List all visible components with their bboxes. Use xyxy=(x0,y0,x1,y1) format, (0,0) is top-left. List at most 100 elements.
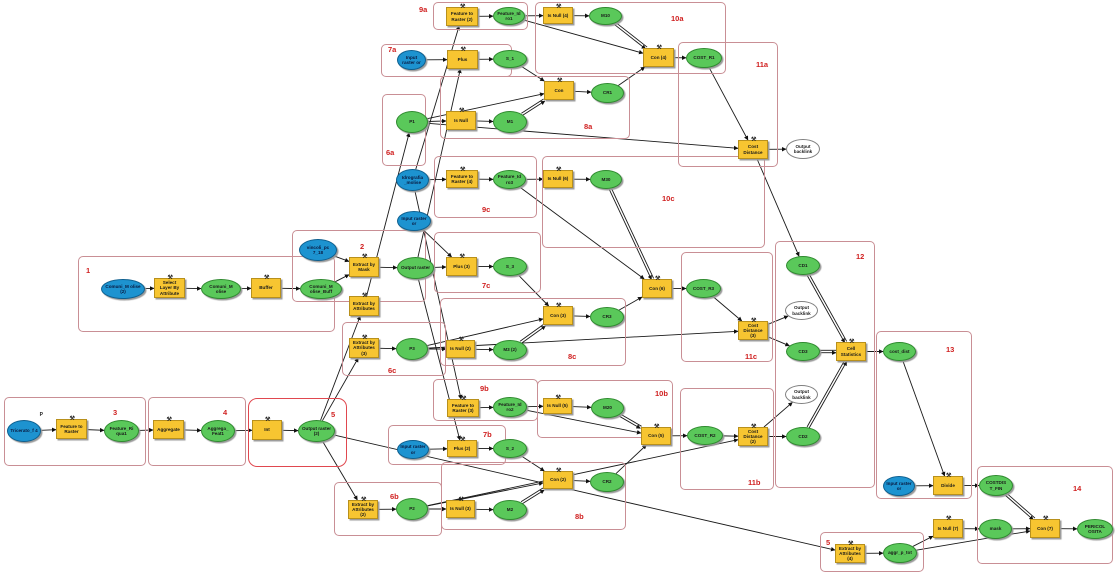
connector-m30-to-con-6[interactable] xyxy=(610,187,655,279)
derived-data-s-2[interactable]: S_2 xyxy=(493,439,527,458)
derived-data-cr1[interactable]: CR1 xyxy=(591,83,624,103)
connector-cost-dist-out-to-divide[interactable] xyxy=(902,360,946,477)
connector-m3-2-to-con-3[interactable] xyxy=(521,325,546,344)
tool-isnull-4[interactable]: ⚒Is Null (4) xyxy=(543,4,573,24)
tool-extract-attr[interactable]: ⚒Extract by Attributes xyxy=(349,293,379,316)
tool-select-layer[interactable]: ⚒Select Layer By Attribute xyxy=(154,275,185,298)
derived-data-comuni-buff[interactable]: Comuni_M olise_Buff xyxy=(300,279,342,299)
group-g10a[interactable] xyxy=(535,2,726,74)
derived-data-m10-a[interactable]: M10 xyxy=(589,7,622,25)
connector-cd2-to-cell-stats[interactable] xyxy=(806,360,845,428)
group-g6c[interactable] xyxy=(342,322,446,376)
group-g5b[interactable] xyxy=(820,532,924,572)
group-g8b[interactable] xyxy=(441,462,626,530)
connector-cd1-to-cell-stats[interactable] xyxy=(806,274,846,343)
connector-cost-r3-to-cost-dist-3[interactable] xyxy=(712,296,743,322)
connector-m1-to-con[interactable] xyxy=(521,98,544,114)
group-g5a[interactable] xyxy=(248,398,347,467)
group-g9a[interactable] xyxy=(433,2,528,30)
tool-isnull[interactable]: ⚒Is Null xyxy=(446,108,476,130)
derived-data-comuni[interactable]: Comuni_M olise xyxy=(201,279,241,299)
tool-extract-attr-4[interactable]: ⚒Extract by Attributes (4) xyxy=(835,541,865,563)
derived-data-m20[interactable]: M20 xyxy=(591,398,624,418)
tool-isnull-5[interactable]: ⚒Is Null (5) xyxy=(543,395,572,414)
connector-cost-dist-3-to-backlink-c[interactable] xyxy=(767,315,789,325)
derived-data-cost-r2[interactable]: COST_R2 xyxy=(687,426,723,445)
derived-data-cost-dist-out[interactable]: cost_dist xyxy=(883,342,916,361)
tool-feat-to-raster[interactable]: ⚒Feature to Raster xyxy=(56,416,87,439)
derived-data-m3-2[interactable]: M3 (2) xyxy=(493,340,527,360)
connector-feature-id-b-to-con-5[interactable] xyxy=(526,409,642,435)
connector-isnull-to-m1[interactable] xyxy=(475,119,494,124)
connector-s-3-to-con-3[interactable] xyxy=(517,274,550,307)
connector-idrografia-to-feat-to-raster-2[interactable] xyxy=(415,25,461,170)
group-g12[interactable] xyxy=(775,241,875,488)
tool-extract-mask[interactable]: ⚒Extract by Mask xyxy=(349,254,379,277)
tool-feat-to-raster-3[interactable]: ⚒Feature to Raster (3) xyxy=(447,396,479,417)
connector-output-raster-5-to-extract-attr[interactable] xyxy=(320,315,361,421)
connector-m20-to-con-5[interactable] xyxy=(618,415,641,429)
derived-data-pericolosita[interactable]: PERICOL OSITA xyxy=(1077,519,1113,539)
input-data-input-raster-7c[interactable]: Input raster or xyxy=(397,211,431,231)
connector-output-raster-5-to-extract-attr-2[interactable] xyxy=(322,441,358,501)
connector-output-raster-5-to-extract-attr-3[interactable] xyxy=(322,357,359,421)
group-g4[interactable] xyxy=(148,397,246,466)
tool-con-2[interactable]: ⚒Con (2) xyxy=(543,468,573,489)
derived-data-m30[interactable]: M30 xyxy=(590,170,622,189)
tool-plus-3[interactable]: ⚒Plus (3) xyxy=(446,254,477,276)
derived-data-aggrega[interactable]: Aggrega_ Feat1 xyxy=(201,420,235,442)
tool-buffer[interactable]: ⚒Buffer xyxy=(251,275,281,298)
connector-cost-r1-to-cost-dist[interactable] xyxy=(708,67,749,141)
connector-aggr-p-tot-to-con-7[interactable] xyxy=(916,529,1031,551)
output-data-backlink-c[interactable]: Output backlink xyxy=(785,301,818,320)
group-g8c[interactable] xyxy=(440,298,626,366)
connector-comuni-buff-to-extract-mask[interactable] xyxy=(335,274,350,283)
tool-feat-to-raster-4[interactable]: ⚒Feature to Raster (4) xyxy=(446,167,478,188)
tool-con-7[interactable]: ⚒Con (7) xyxy=(1030,516,1060,538)
connector-tricerato-to-feat-to-raster[interactable] xyxy=(40,427,57,433)
connector-con-2-to-cr2[interactable] xyxy=(572,478,591,484)
group-g14[interactable] xyxy=(977,466,1113,564)
connector-m3-2-to-con-3[interactable] xyxy=(519,323,545,342)
tool-isnull-7[interactable]: ⚒Is Null (7) xyxy=(933,516,963,538)
tool-con[interactable]: ⚒Con xyxy=(544,78,574,100)
connector-m2-to-con-2[interactable] xyxy=(522,489,545,505)
group-g10b[interactable] xyxy=(537,380,673,438)
tool-con-6[interactable]: ⚒Con (6) xyxy=(642,276,672,298)
connector-p1-to-cost-dist[interactable] xyxy=(427,122,739,151)
input-data-input-raster-7b[interactable]: Input raster or xyxy=(397,440,429,459)
connector-cr2-to-con-5[interactable] xyxy=(615,444,647,474)
connector-m10-a-to-con-4[interactable] xyxy=(613,23,646,50)
tool-feat-to-raster-2[interactable]: ⚒Feature to Raster (2) xyxy=(446,4,478,26)
connector-cd1-to-cell-stats[interactable] xyxy=(808,273,848,342)
connector-m10-a-to-con-4[interactable] xyxy=(615,22,648,48)
derived-data-mask[interactable]: mask xyxy=(979,519,1012,539)
tool-divide[interactable]: ⚒Divide xyxy=(933,473,963,495)
connector-costdist-fin-to-con-7[interactable] xyxy=(1006,492,1036,519)
group-g11a[interactable] xyxy=(678,42,778,167)
group-g3[interactable] xyxy=(4,397,146,466)
group-g7c[interactable] xyxy=(434,232,541,293)
output-data-backlink-b[interactable]: Output backlink xyxy=(785,385,818,404)
derived-data-output-raster-2[interactable]: Output raster xyxy=(397,257,434,279)
tool-extract-attr-3[interactable]: ⚒Extract by Attributes (3) xyxy=(349,335,379,358)
derived-data-m1[interactable]: M1 xyxy=(493,111,527,133)
connector-cost-dist-3-to-cd3[interactable] xyxy=(767,336,790,347)
group-g11b[interactable] xyxy=(680,388,774,490)
derived-data-output-raster-5[interactable]: Output raster (2) xyxy=(298,420,335,442)
input-data-input-raster-7a[interactable]: Input raster or xyxy=(397,50,426,70)
connector-con-to-cr1[interactable] xyxy=(573,89,592,95)
tool-cost-dist-3[interactable]: ⚒Cost Distance (3) xyxy=(738,318,768,340)
connector-input-raster-7c-to-plus-3[interactable] xyxy=(422,229,452,258)
group-g8a[interactable] xyxy=(440,76,630,139)
derived-data-cd1[interactable]: CD1 xyxy=(786,256,820,275)
connector-s-1-to-con[interactable] xyxy=(520,65,545,82)
derived-data-p2[interactable]: P2 xyxy=(396,498,428,520)
connector-isnull-5-to-m20[interactable] xyxy=(571,404,592,410)
tool-aggregate[interactable]: ⚒Aggregate xyxy=(153,417,184,439)
derived-data-costdist-fin[interactable]: COSTDIS T_FIN xyxy=(979,475,1013,496)
connector-feat-to-raster-to-feature-ri[interactable] xyxy=(86,427,105,433)
derived-data-cost-r1[interactable]: COST_R1 xyxy=(686,48,722,68)
derived-data-cd3[interactable]: CD3 xyxy=(786,342,820,361)
